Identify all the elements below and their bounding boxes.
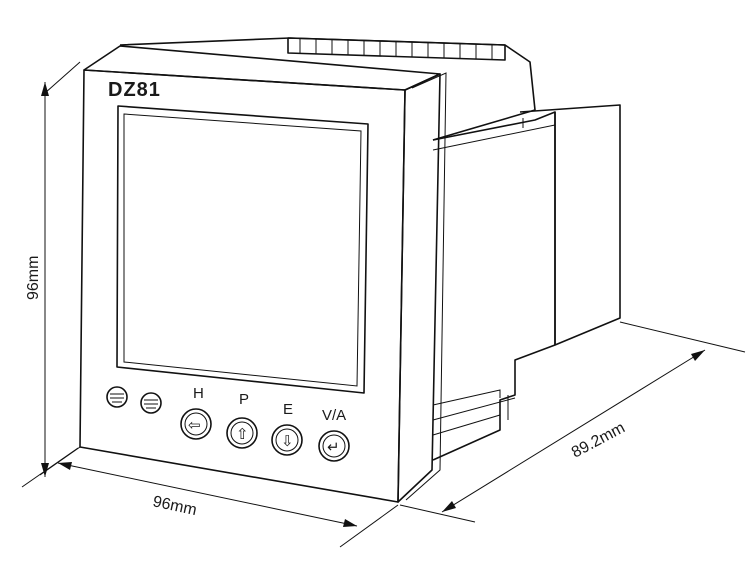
height-dimension-label: 96mm xyxy=(25,256,42,300)
arrow-up-icon: ⇧ xyxy=(236,426,249,443)
width-dimension-label: 96mm xyxy=(151,493,198,519)
width-dimension: 96mm xyxy=(39,446,399,548)
button-va[interactable]: V/A ↵ xyxy=(318,407,350,462)
button-e-label: E xyxy=(283,401,293,418)
button-p[interactable]: P ⇧ xyxy=(226,391,258,449)
model-label: DZ81 xyxy=(108,79,161,101)
button-h-label: H xyxy=(193,385,204,402)
rear-housing xyxy=(119,37,621,461)
button-va-label: V/A xyxy=(322,407,346,424)
height-dimension: 96mm xyxy=(21,61,81,488)
front-bezel xyxy=(79,45,447,503)
button-p-label: P xyxy=(239,391,249,408)
depth-dimension: 89.2mm xyxy=(399,321,746,523)
display-window xyxy=(116,105,369,394)
button-h[interactable]: H ⇦ xyxy=(180,385,212,440)
enter-icon: ↵ xyxy=(327,439,340,456)
arrow-down-icon: ⇩ xyxy=(281,433,294,450)
arrow-left-icon: ⇦ xyxy=(188,417,201,434)
button-e[interactable]: E ⇩ xyxy=(271,401,303,456)
depth-dimension-label: 89.2mm xyxy=(569,419,628,461)
adjust-knob-left[interactable] xyxy=(106,386,128,408)
adjust-knob-right[interactable] xyxy=(140,392,162,414)
